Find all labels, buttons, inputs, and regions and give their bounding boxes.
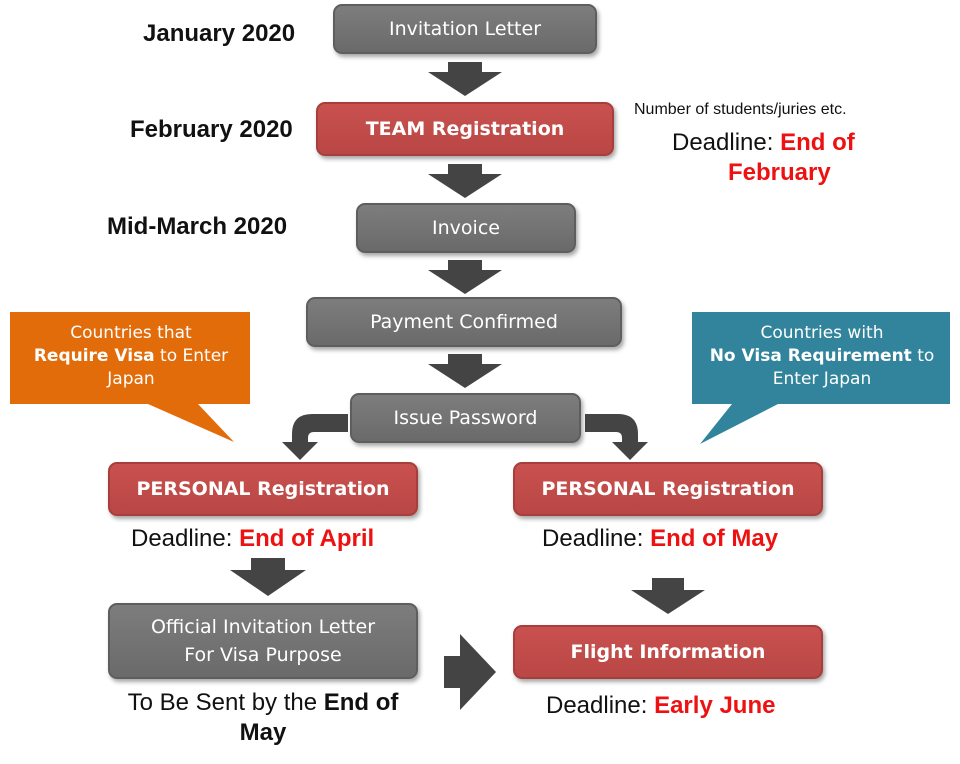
official-invitation-line1: Official Invitation Letter <box>150 616 376 638</box>
callout-no-visa-line2: No Visa Requirement to <box>700 345 944 368</box>
flight-deadline-value: Early June <box>654 692 776 719</box>
arrow-down-1 <box>428 62 502 96</box>
left-sent-bold-line2: May <box>239 719 287 746</box>
callout-no-visa-line2-rest: to <box>911 346 935 366</box>
left-deadline: Deadline: End of April <box>131 525 374 553</box>
date-mid-march: Mid-March 2020 <box>107 213 288 240</box>
official-invitation-line2: For Visa Purpose <box>184 644 342 666</box>
callout-no-visa-text: Countries with No Visa Requirement to En… <box>700 322 944 391</box>
step-issue-password: Issue Password <box>350 393 581 443</box>
flight-deadline-label: Deadline: <box>546 692 655 719</box>
team-note: Number of students/juries etc. <box>634 101 847 118</box>
arrow-right <box>444 634 496 710</box>
curved-arrow-left <box>282 414 348 460</box>
step-invitation-letter: Invitation Letter <box>333 4 597 54</box>
callout-visa-line2-rest: to Enter <box>154 346 229 366</box>
curved-arrow-right <box>585 414 648 460</box>
left-sent-note: To Be Sent by the End of May <box>100 688 426 748</box>
left-sent-prefix: To Be Sent by the <box>127 689 324 716</box>
team-deadline: Deadline: End of <box>672 128 855 158</box>
callout-visa-line3: Japan <box>107 369 155 389</box>
right-deadline: Deadline: End of May <box>542 525 778 553</box>
callout-visa-bold: Require Visa <box>33 346 155 366</box>
callout-visa-shape <box>10 312 250 442</box>
arrow-down-6 <box>631 578 705 614</box>
step-personal-registration-right: PERSONAL Registration <box>513 462 823 516</box>
callout-visa-line2: Require Visa to Enter <box>18 345 244 368</box>
callout-no-visa-line1: Countries with <box>760 323 884 343</box>
arrow-down-3 <box>428 260 502 294</box>
arrow-down-2 <box>428 164 502 198</box>
date-february: February 2020 <box>130 116 293 143</box>
arrow-down-4 <box>428 354 502 388</box>
team-deadline-value-line2: February <box>728 159 831 186</box>
step-official-invitation-letter: Official Invitation Letter For Visa Purp… <box>108 603 418 679</box>
team-deadline-value-line1: End of <box>780 129 855 156</box>
step-team-registration: TEAM Registration <box>316 102 614 156</box>
flight-deadline: Deadline: Early June <box>546 692 775 720</box>
date-january: January 2020 <box>143 20 296 47</box>
callout-no-visa-line3: Enter Japan <box>772 369 872 389</box>
left-sent-bold-line1: End of <box>323 689 399 716</box>
right-deadline-label: Deadline: <box>542 525 651 552</box>
step-payment-confirmed: Payment Confirmed <box>306 297 622 347</box>
left-deadline-value: End of April <box>239 525 375 552</box>
left-deadline-label: Deadline: <box>131 525 240 552</box>
step-flight-information: Flight Information <box>513 625 823 679</box>
team-deadline-label: Deadline: <box>672 129 781 156</box>
right-deadline-value: End of May <box>650 525 779 552</box>
arrow-down-5 <box>230 558 306 596</box>
callout-no-visa-bold: No Visa Requirement <box>709 346 912 366</box>
step-invoice: Invoice <box>356 203 576 253</box>
callout-visa-text: Countries that Require Visa to Enter Jap… <box>18 322 244 391</box>
callout-no-visa-shape <box>692 312 950 444</box>
callout-visa-line1: Countries that <box>70 323 192 343</box>
step-personal-registration-left: PERSONAL Registration <box>108 462 418 516</box>
